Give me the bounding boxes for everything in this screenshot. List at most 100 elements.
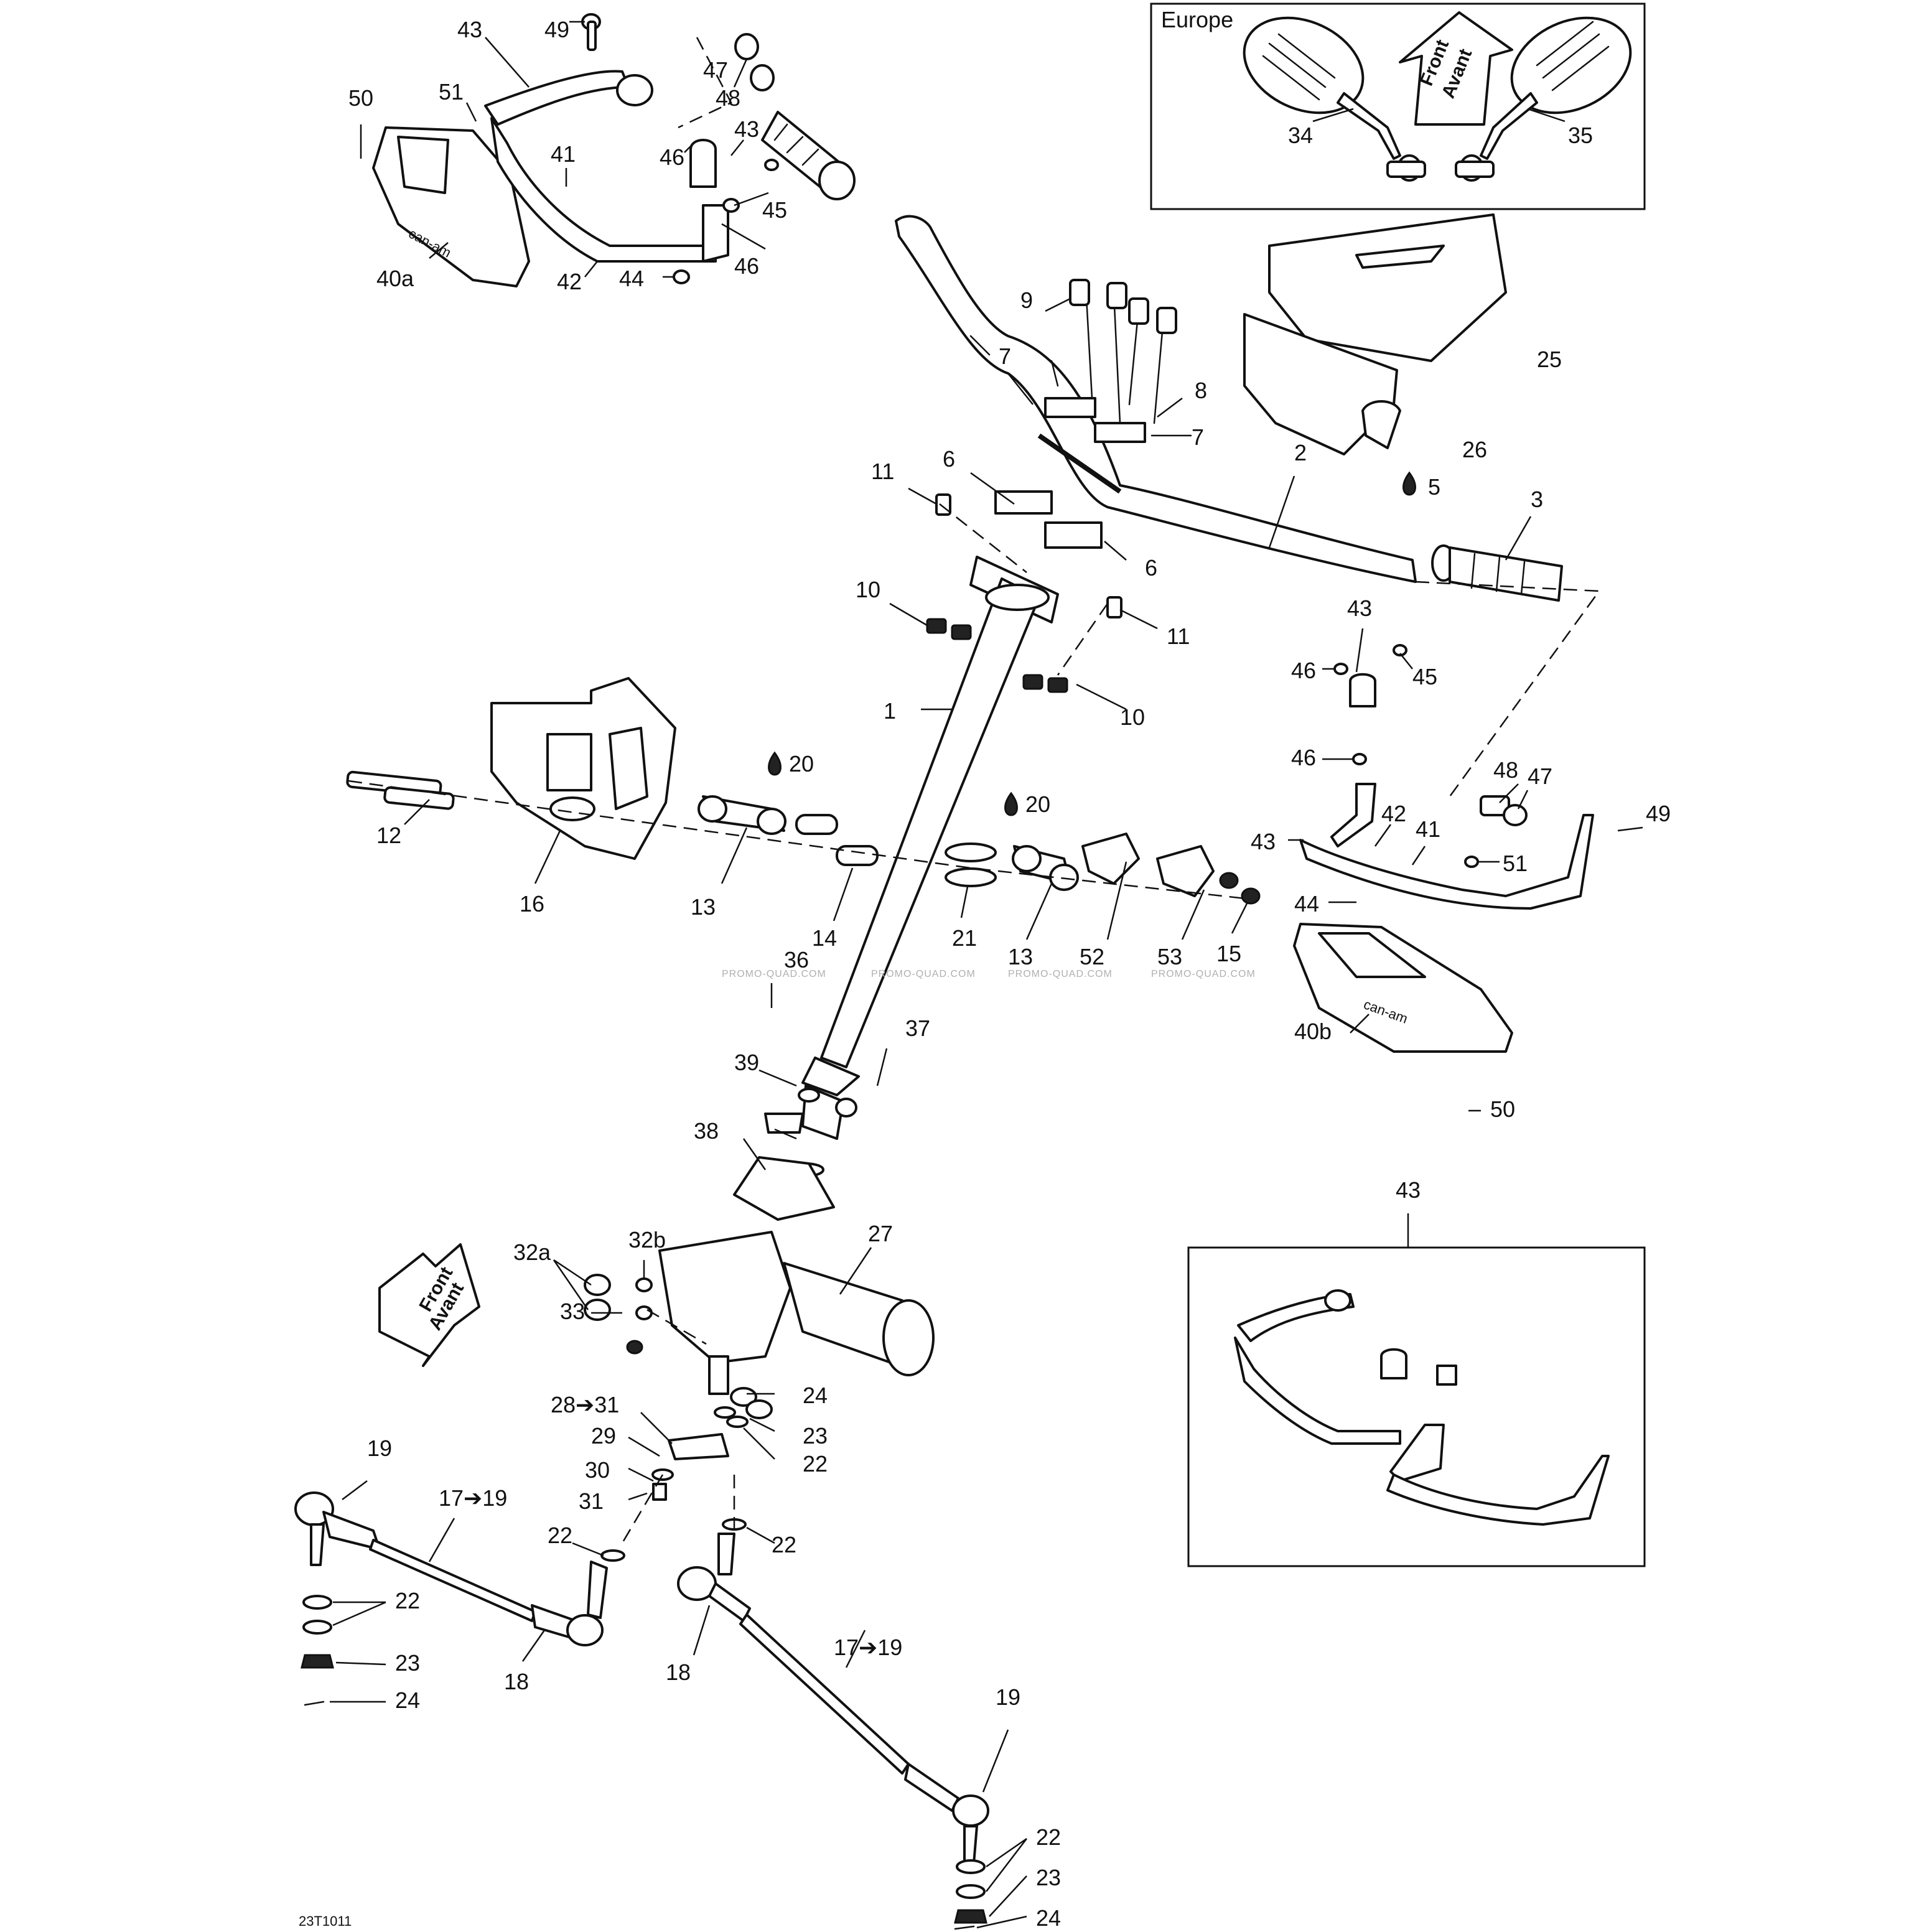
display-bracket [490,677,676,860]
callout-48-right: 48 [1493,757,1518,783]
callout-18-left: 18 [504,1669,529,1694]
europe-mirror-inset: Europe Front Avant 34 35 [1150,2,1646,210]
callout-45-right: 45 [1412,664,1437,689]
callout-32a: 32a [513,1239,551,1265]
callout-3: 3 [1531,487,1543,512]
callout-13-right: 13 [1008,944,1033,969]
callout-33: 33 [560,1299,585,1324]
callout-53: 53 [1157,944,1182,969]
front-direction-arrow-inset: Front Avant [1399,11,1513,126]
watermark-3: PROMO-QUAD.COM [1008,969,1113,979]
handlebar [895,215,1417,583]
leader-lines [330,21,1643,1929]
callout-44-right: 44 [1294,891,1319,917]
callout-28-31: 28➔31 [551,1392,619,1417]
callout-42-left: 42 [557,269,582,294]
callout-13-left: 13 [691,894,716,920]
callout-20-right: 20 [1025,791,1050,817]
callout-25: 25 [1537,347,1562,372]
callout-17-19-left: 17➔19 [439,1485,507,1511]
callout-29: 29 [591,1423,616,1449]
callout-22-a: 22 [803,1451,828,1477]
callout-47-right: 47 [1528,763,1552,789]
callout-22-c: 22 [772,1532,796,1557]
callout-1: 1 [884,698,896,724]
callout-14: 14 [812,925,837,951]
callout-2: 2 [1294,440,1307,465]
callout-9: 9 [1020,287,1033,313]
front-direction-arrow-main: Front Avant [378,1243,480,1367]
callout-34: 34 [1288,123,1313,148]
inset-region-label: Europe [1161,7,1233,32]
callout-40a: 40a [376,266,414,291]
spacers-14 [795,814,879,866]
callout-40b: 40b [1294,1019,1332,1044]
callout-35: 35 [1568,123,1593,148]
callout-15: 15 [1216,941,1241,966]
drawing-code: 23T1011 [299,1913,352,1929]
callout-42-right: 42 [1381,801,1406,826]
callout-19-left: 19 [367,1435,392,1461]
callout-11-lower: 11 [1167,623,1190,649]
callout-44-left: 44 [619,266,644,291]
grip-left [761,111,856,200]
clamp-13-right [1012,845,1079,891]
callout-24-a: 24 [803,1383,828,1408]
callout-37: 37 [905,1015,930,1041]
callout-43-right-top: 43 [1347,595,1372,621]
grease-drop-icons [768,471,1416,816]
callout-39: 39 [734,1050,759,1075]
watermark-4: PROMO-QUAD.COM [1151,969,1256,979]
drop-icon-20a [768,751,782,776]
callout-10-upper: 10 [856,577,880,602]
callout-31: 31 [579,1488,604,1514]
callout-51-left: 51 [439,79,464,105]
steering-column [801,556,1059,1140]
callout-43-right-guard: 43 [1251,829,1276,854]
power-steering-unit [658,1231,935,1395]
callout-43-top-left: 43 [457,17,482,42]
callout-21: 21 [952,925,977,951]
callout-46-c: 46 [1291,658,1316,683]
callout-23-b: 23 [395,1650,420,1676]
callout-32b: 32b [628,1227,666,1253]
handlebar-pad [1243,213,1507,455]
callout-22-e: 22 [1036,1824,1061,1850]
steering-boot [733,1088,857,1221]
callout-43-inset: 43 [1396,1177,1421,1203]
watermark-2: PROMO-QUAD.COM [871,969,976,979]
nuts-10 [926,493,1122,693]
callout-23-c: 23 [1036,1865,1061,1890]
washers-21 [945,842,997,887]
callout-22-b: 22 [548,1523,572,1548]
grip-right [1431,544,1563,602]
handguard-left-assembly: can-am [372,13,779,287]
callout-50-right: 50 [1490,1096,1515,1122]
callout-10-lower: 10 [1120,704,1145,730]
callout-7-upper: 7 [999,343,1011,369]
callout-41-left: 41 [551,141,576,167]
watermarks: PROMO-QUAD.COM PROMO-QUAD.COM PROMO-QUAD… [722,969,1256,979]
upper-clamps [994,279,1177,549]
callout-18-right: 18 [666,1659,691,1685]
callout-46-d: 46 [1291,745,1316,770]
callout-labels: 1 2 3 5 6 6 7 7 8 9 10 10 11 11 12 13 13… [348,17,1671,1931]
callout-6-upper: 6 [943,446,955,472]
drop-icon-20b [1004,791,1018,816]
callout-50-left: 50 [348,85,373,111]
callout-49-right: 49 [1646,801,1671,826]
callout-47-left: 47 [703,57,728,83]
callout-22-d: 22 [395,1588,420,1613]
callout-24-b: 24 [395,1687,420,1713]
watermark-1: PROMO-QUAD.COM [722,969,826,979]
mirror-right [1455,16,1632,182]
callout-7-lower: 7 [1192,424,1204,450]
callout-51-right: 51 [1503,851,1528,876]
callout-24-c: 24 [1036,1905,1061,1931]
drop-icon-5 [1402,471,1416,496]
callout-30: 30 [585,1457,610,1483]
clamp-13-left [698,795,786,835]
callout-45-left: 45 [762,197,787,223]
